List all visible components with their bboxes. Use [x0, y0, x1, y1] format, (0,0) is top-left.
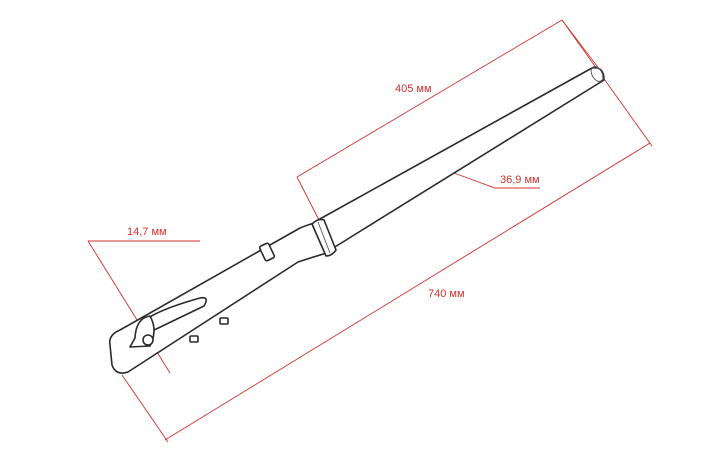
stanchion-diameter-label: 36,9 мм — [500, 174, 540, 186]
axle-diameter-label: 14,7 мм — [127, 226, 167, 238]
stanchion-tube — [317, 66, 605, 251]
dimension-405 — [296, 19, 601, 223]
stanchion-length-label: 405 мм — [395, 83, 432, 95]
lower-leg — [108, 218, 337, 374]
valve-icon — [258, 242, 276, 262]
total-length-label: 740 мм — [428, 288, 465, 300]
dimension-740 — [121, 19, 653, 443]
axle-icon — [142, 334, 154, 346]
